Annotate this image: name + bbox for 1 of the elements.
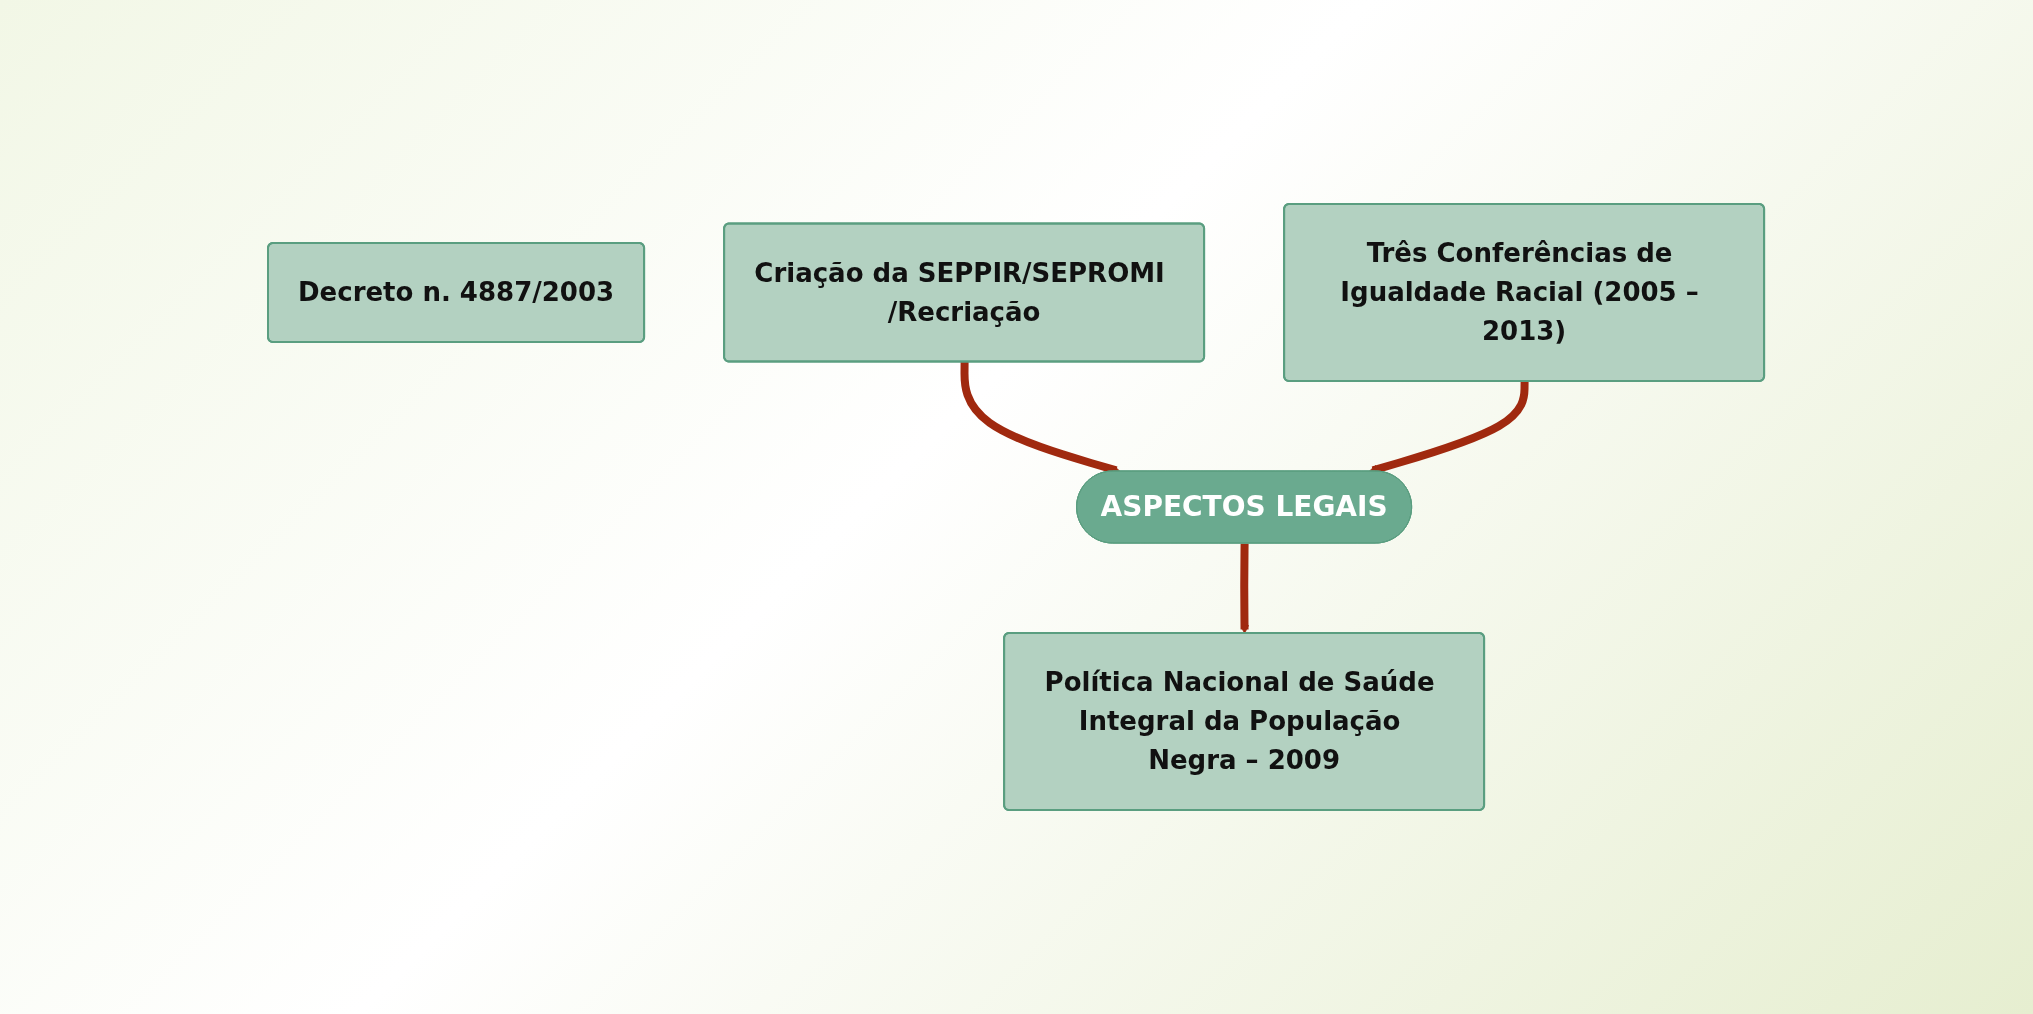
arrow (1240, 543, 1250, 634)
